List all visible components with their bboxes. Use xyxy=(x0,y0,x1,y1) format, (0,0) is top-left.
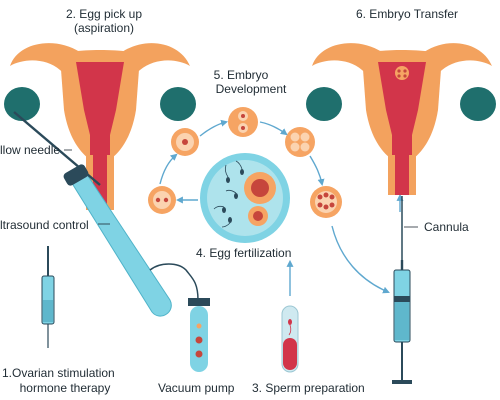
step-egg-fertilization-title: 4. Egg fertilization xyxy=(196,246,292,260)
left-ovary-left xyxy=(4,87,40,121)
arrow-embryo-to-transfer xyxy=(331,225,390,294)
sperm-preparation-tube xyxy=(281,305,299,373)
sperm-swarm xyxy=(222,169,244,223)
vacuum-pump-tube xyxy=(188,298,210,372)
left-uterus-cavity xyxy=(76,62,124,135)
egg-cell-nucleus xyxy=(251,179,269,197)
two-cell-stage xyxy=(228,107,258,137)
step-embryo-development-title: 5. Embryo xyxy=(213,68,269,82)
step-ovarian-stimulation-subtitle: hormone therapy xyxy=(19,381,111,395)
collected-egg xyxy=(196,323,202,329)
aspiration-tubing xyxy=(149,263,199,301)
hollow-needle xyxy=(13,111,101,186)
right-vaginal-canal-inner xyxy=(395,155,409,195)
collected-egg xyxy=(195,336,203,344)
vacuum-tube-cap xyxy=(188,298,210,306)
label-leader-lines xyxy=(64,149,418,228)
sperm-tails xyxy=(213,160,243,228)
process-arrows xyxy=(286,193,404,296)
sperm-tube-fill xyxy=(283,338,297,370)
embryo-development-cycle xyxy=(148,107,342,218)
ultrasound-control-label: ltrasound control xyxy=(0,218,89,232)
transfer-syringe-thumb xyxy=(392,380,412,384)
hormone-syringe xyxy=(41,246,55,348)
sperm-tail xyxy=(288,324,292,336)
left-ovary-right xyxy=(160,87,196,121)
step-egg-pickup-subtitle: (aspiration) xyxy=(73,21,135,35)
step-ovarian-stimulation-title: 1.Ovarian stimulation xyxy=(2,366,115,380)
step-egg-pickup-title: 2. Egg pick up xyxy=(65,7,143,21)
transfer-syringe-fill xyxy=(395,300,409,340)
step-embryo-transfer-title: 6. Embryo Transfer xyxy=(355,7,459,21)
egg-cell-nucleus xyxy=(253,211,263,221)
step-sperm-preparation-title: 3. Sperm preparation xyxy=(252,381,365,395)
arrow-one-cell-to-two-cell xyxy=(199,119,229,137)
right-uterus-cavity xyxy=(378,62,426,135)
ultrasound-probe-assembly xyxy=(13,111,199,317)
arrow-two-cell-to-four-cell xyxy=(259,121,288,136)
zygote-stage xyxy=(148,186,176,214)
morula-stage xyxy=(310,186,342,218)
arrow-zygote-to-one-cell xyxy=(159,153,178,185)
one-cell-stage xyxy=(171,128,199,156)
transfer-syringe-stopper xyxy=(394,296,410,302)
transferred-embryo xyxy=(395,66,409,80)
hollow-needle-label: llow needle xyxy=(0,143,61,157)
right-ovary-left xyxy=(306,87,342,121)
fertilization-dish xyxy=(200,153,290,243)
sperm-cell xyxy=(288,319,292,325)
four-cell-stage xyxy=(285,127,315,157)
right-ovary-right xyxy=(460,87,496,121)
cycle-arrows xyxy=(159,119,325,204)
transfer-syringe xyxy=(392,196,412,384)
arrow-four-cell-to-morula xyxy=(309,155,325,187)
vacuum-pump-label: Vacuum pump xyxy=(158,381,235,395)
syringe-fill xyxy=(43,300,53,322)
right-uterus-illustration xyxy=(306,43,496,195)
step-embryo-development-subtitle: Development xyxy=(215,82,287,96)
collected-egg xyxy=(195,350,203,358)
cannula-label: Cannula xyxy=(424,220,469,234)
